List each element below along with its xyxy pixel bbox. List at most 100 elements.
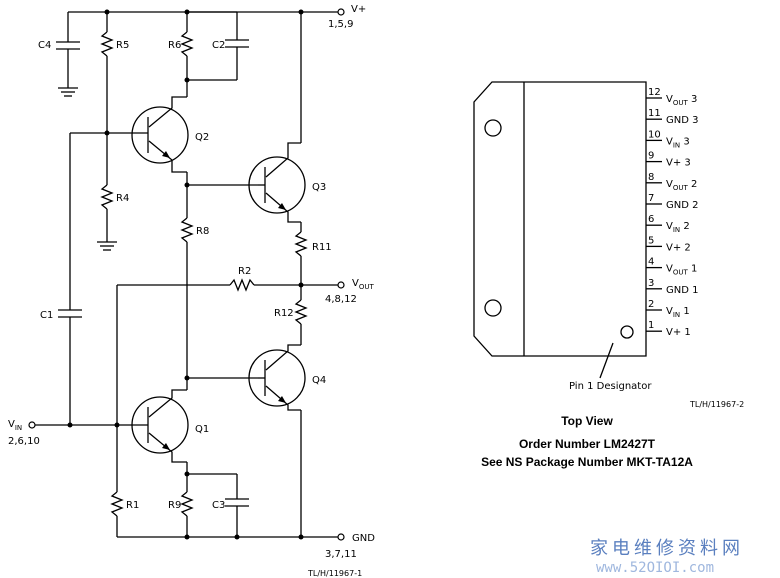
vin-pins: 2,6,10 xyxy=(8,436,40,447)
resistor-r5: R5 xyxy=(100,12,129,185)
vout-pins: 4,8,12 xyxy=(325,294,357,305)
package-pin-number: 1 xyxy=(648,320,654,331)
package-pin-label: VOUT 2 xyxy=(666,179,697,192)
package-pin-row: 5 V+ 2 xyxy=(646,235,691,253)
transistor-q2: Q2 xyxy=(107,96,209,173)
package-pin-label: GND 3 xyxy=(666,115,698,126)
resistor-r1: R1 xyxy=(110,425,139,537)
mount-hole-bottom xyxy=(484,299,502,317)
package-pin-label: V+ 2 xyxy=(666,242,691,253)
package-pin-number: 9 xyxy=(648,151,654,162)
r12-label: R12 xyxy=(274,308,294,319)
package-pin-row: 1 V+ 1 xyxy=(646,320,691,338)
c2-label: C2 xyxy=(212,40,225,51)
r8-label: R8 xyxy=(196,226,209,237)
q1-label: Q1 xyxy=(195,424,209,435)
mount-hole-top xyxy=(484,119,502,137)
q2-label: Q2 xyxy=(195,132,209,143)
q4-label: Q4 xyxy=(312,375,326,386)
circuit-ref: TL/H/11967-1 xyxy=(307,569,362,578)
package-pin-number: 4 xyxy=(648,257,654,268)
r4-label: R4 xyxy=(116,193,129,204)
resistor-r8: R8 xyxy=(180,185,209,378)
resistor-r12: R12 xyxy=(274,296,308,345)
package-pin-label: GND 1 xyxy=(666,285,698,296)
r1-label: R1 xyxy=(126,500,139,511)
r5-label: R5 xyxy=(116,40,129,51)
package-pin-row: 9 V+ 3 xyxy=(646,151,691,169)
vplus-terminal xyxy=(337,8,345,16)
package-pin-label: V+ 3 xyxy=(666,158,691,169)
package-pin-number: 2 xyxy=(648,299,654,310)
resistor-r9: R9 xyxy=(168,474,194,537)
q3-label: Q3 xyxy=(312,182,326,193)
circuit-schematic: V+ 1,5,9 C4 R5 R6 xyxy=(8,4,375,578)
watermark: 家电维修资料网 www.52OIOI.com xyxy=(590,538,744,576)
resistor-r2: R2 xyxy=(117,266,301,292)
vplus-pins: 1,5,9 xyxy=(328,19,353,30)
package-ref: TL/H/11967-2 xyxy=(689,400,744,409)
capacitor-c2: C2 xyxy=(187,11,249,81)
capacitor-c4: C4 xyxy=(38,12,80,97)
r6-label: R6 xyxy=(168,40,181,51)
package-pin-label: VIN 1 xyxy=(666,306,690,319)
capacitor-c3: C3 xyxy=(187,473,249,537)
pin1-designator-dot xyxy=(620,325,634,339)
package-pin-number: 10 xyxy=(648,129,661,140)
package-pin-number: 11 xyxy=(648,108,661,119)
vout-terminal xyxy=(337,281,345,289)
vin-terminal xyxy=(28,421,36,429)
package-pin-label: VOUT 1 xyxy=(666,264,697,277)
order-number: Order Number LM2427T xyxy=(519,437,656,451)
transistor-q1: Q1 xyxy=(131,389,209,463)
c4-label: C4 xyxy=(38,40,51,51)
package-pin-label: V+ 1 xyxy=(666,327,691,338)
gnd-label: GND xyxy=(352,533,375,544)
vplus-label: V+ xyxy=(351,4,366,15)
vin-label: VIN xyxy=(8,419,22,432)
resistor-r11: R11 xyxy=(294,222,332,296)
package-pin-label: GND 2 xyxy=(666,200,698,211)
package-pin-number: 12 xyxy=(648,87,661,98)
package-number: See NS Package Number MKT-TA12A xyxy=(481,455,693,469)
r9-label: R9 xyxy=(168,500,181,511)
package-pin-number: 7 xyxy=(648,193,654,204)
package-pin-number: 8 xyxy=(648,172,654,183)
pin1-designator-leader xyxy=(599,342,614,379)
package-pin-number: 3 xyxy=(648,278,654,289)
transistor-q3: Q3 xyxy=(248,12,326,223)
pin1-designator-label: Pin 1 Designator xyxy=(569,381,652,392)
package-pin-number: 6 xyxy=(648,214,654,225)
watermark-text: 家电维修资料网 xyxy=(590,538,744,559)
capacitor-c1: C1 xyxy=(40,132,107,425)
watermark-url: www.52OIOI.com xyxy=(596,560,714,576)
package-pin-label: VOUT 3 xyxy=(666,94,697,107)
package-outline xyxy=(473,81,647,357)
r11-label: R11 xyxy=(312,242,332,253)
package-pin-label: VIN 2 xyxy=(666,221,690,234)
package-pin-label: VIN 3 xyxy=(666,136,690,149)
gnd-pins: 3,7,11 xyxy=(325,549,357,560)
gnd-terminal xyxy=(337,533,345,541)
package-pin-number: 5 xyxy=(648,235,654,246)
vout-label: VOUT xyxy=(352,278,374,291)
c3-label: C3 xyxy=(212,500,225,511)
resistor-r4: R4 xyxy=(97,184,129,251)
vin-input: VIN 2,6,10 xyxy=(8,419,148,447)
top-view-caption: Top View xyxy=(561,414,613,428)
transistor-q4: Q4 xyxy=(184,344,326,537)
c1-label: C1 xyxy=(40,310,53,321)
resistor-r6: R6 xyxy=(168,12,194,97)
